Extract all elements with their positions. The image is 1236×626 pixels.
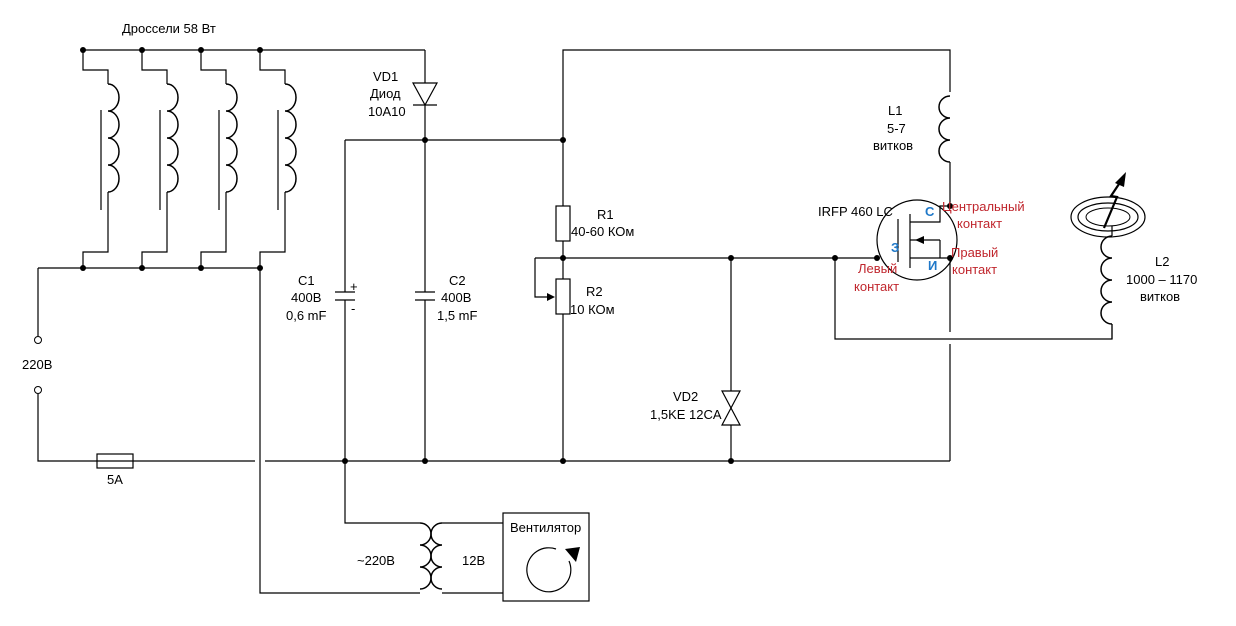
vd1-name: VD1 [373,69,398,84]
chokes-block: Дроссели 58 Вт [38,21,425,271]
tvs-diode-vd2: VD2 1,5KE 12CA [650,258,741,461]
vd2-part: 1,5KE 12CA [650,407,722,422]
c1-minus: - [351,301,355,316]
chokes-title: Дроссели 58 Вт [122,21,216,36]
l2-name: L2 [1155,254,1169,269]
transistor-label: IRFP 460 LC [818,204,893,219]
pin-source-label: И [928,258,937,273]
capacitor-c1: + - C1 400В 0,6 mF [286,140,358,461]
inductor-l1: L1 5-7 витков [873,95,951,206]
c2-voltage: 400В [441,290,471,305]
r1-name: R1 [597,207,614,222]
fan-label: Вентилятор [510,520,581,535]
r1-value: 40-60 КОм [571,224,634,239]
pin-gate-label: З [891,240,899,255]
choke-3 [200,50,238,268]
resistor-r1: R1 40-60 КОм [555,140,634,279]
r2-value: 10 КОм [570,302,615,317]
pin-drain-label: С [925,204,935,219]
diode-vd1: VD1 Диод 10А10 [368,50,439,140]
transformer: ~220В 12В [344,461,503,594]
rotation-arrow-icon [526,547,572,593]
capacitor-c2: C2 400В 1,5 mF [415,140,478,461]
tr-secondary-label: 12В [462,553,485,568]
l1-turns: 5-7 [887,121,906,136]
r2-name: R2 [586,284,603,299]
fuse-label: 5А [107,472,123,487]
c1-name: C1 [298,273,315,288]
c1-value: 0,6 mF [286,308,327,323]
c1-voltage: 400В [291,290,321,305]
fan: Вентилятор [502,512,590,602]
l2-turns: 1000 – 1170 [1126,272,1197,287]
spark-arrow-icon [1102,172,1126,229]
l2-unit: витков [1140,289,1180,304]
center-contact-label-1: Центральный [942,199,1025,214]
vd2-name: VD2 [673,389,698,404]
mains-input: 220В [22,268,97,462]
right-contact-label-1: Правый [951,245,998,260]
c1-plus: + [350,279,358,294]
left-contact-label-2: контакт [854,279,899,294]
lamp-output [1070,196,1146,238]
right-contact-label-2: контакт [952,262,997,277]
c2-value: 1,5 mF [437,308,478,323]
left-contact-label-1: Левый [858,261,897,276]
fuse: 5А [96,453,134,487]
mains-label: 220В [22,357,52,372]
vd1-part: 10А10 [368,104,406,119]
inductor-l2: L2 1000 – 1170 витков [1100,226,1197,339]
choke-2 [141,50,179,268]
center-contact-label-2: контакт [957,216,1002,231]
choke-1 [82,50,120,268]
tr-primary-label: ~220В [357,553,395,568]
l1-unit: витков [873,138,913,153]
l1-name: L1 [888,103,902,118]
vd1-type: Диод [370,86,401,101]
choke-4 [259,50,297,268]
c2-name: C2 [449,273,466,288]
potentiometer-r2: R2 10 КОм [534,258,615,461]
mosfet-irfp460lc: IRFP 460 LC С З И [818,199,958,281]
